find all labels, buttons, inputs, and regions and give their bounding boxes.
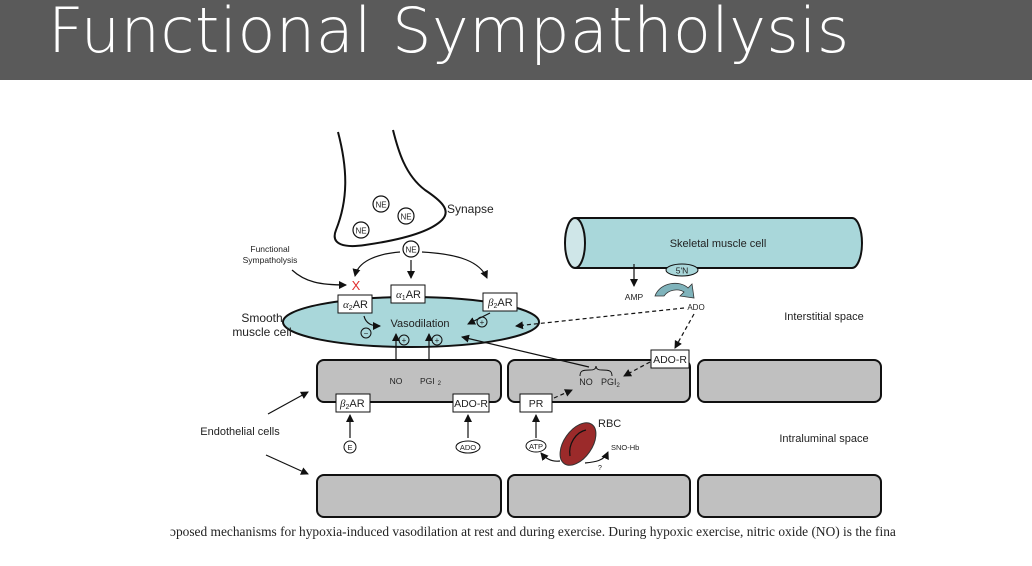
functional-sympatholysis-label: Functional: [250, 244, 289, 254]
alpha2-receptor: α2AR: [337, 294, 373, 314]
endothelial-cells-label: Endothelial cells: [200, 426, 280, 438]
no-label: NO: [390, 376, 403, 386]
intraluminal-space-label: Intraluminal space: [779, 433, 868, 445]
no-pgi2-to-vasodilation-line: [461, 334, 590, 368]
svg-text:β2AR: β2AR: [487, 297, 513, 310]
functional-sympatholysis-label: Sympatholysis: [243, 255, 298, 265]
svg-text:β2AR: β2AR: [339, 398, 365, 411]
endothelial-cell: [507, 474, 691, 518]
red-blood-cell: [559, 422, 597, 466]
svg-text:NE: NE: [405, 246, 416, 255]
synapse-label: Synapse: [447, 202, 494, 216]
atp-molecule: ATP: [525, 439, 547, 453]
svg-text:−: −: [364, 329, 369, 338]
no-mid-label: NO: [579, 377, 593, 387]
interstitial-space-label: Interstitial space: [784, 311, 863, 323]
alpha2-inhibit-arrow: [363, 315, 381, 330]
slide-header: Functional Sympatholysis: [0, 0, 1032, 80]
svg-text:+: +: [402, 336, 407, 345]
ado-to-smooth-muscle-arrow: [515, 307, 685, 330]
endothelial-pointer-top: [267, 391, 309, 415]
minus-sign-icon: −: [360, 327, 372, 339]
svg-text:α1AR: α1AR: [396, 289, 421, 302]
ne-arrow-beta2: [421, 251, 488, 279]
ne-vesicle: NE: [397, 207, 415, 225]
question-mark: ?: [598, 465, 602, 472]
endothelial-cell: [316, 359, 502, 403]
figure-caption: ɔposed mechanisms for hypoxia-induced va…: [170, 524, 896, 539]
endothelial-cell: [507, 359, 691, 403]
pgi2-mid-label: PGI2: [601, 377, 621, 389]
vasodilation-diagram: NE NE NE Synapse NE Functional Sympathol…: [200, 129, 882, 518]
beta2-receptor-smooth: β2AR: [482, 292, 518, 312]
synapse-terminal: [333, 129, 447, 248]
skeletal-muscle-label: Skeletal muscle cell: [670, 238, 767, 250]
svg-text:NE: NE: [355, 227, 366, 236]
ne-arrow-alpha2: [352, 251, 401, 277]
rbc-to-atp-arrow: [540, 452, 561, 462]
ado-to-ado-r-arrow: [674, 313, 695, 349]
conversion-arrow-icon: [654, 282, 695, 299]
svg-text:ADO-R: ADO-R: [454, 398, 488, 410]
five-nucleotidase: 5'N: [665, 263, 699, 277]
svg-text:E: E: [347, 443, 352, 452]
pr-to-no-arrow: [553, 389, 573, 399]
brace: [579, 365, 613, 377]
ado-interstitial-label: ADO: [687, 303, 704, 312]
block-mark: X: [352, 278, 361, 293]
ne-released: NE: [402, 240, 420, 258]
svg-text:α2AR: α2AR: [343, 299, 368, 312]
plus-sign-icon: +: [476, 316, 488, 328]
sno-hb-label: SNO-Hb: [611, 443, 639, 452]
svg-text:ADO-R: ADO-R: [653, 354, 687, 366]
vasodilation-label: Vasodilation: [390, 318, 449, 330]
endothelial-cell: [316, 474, 502, 518]
smooth-muscle-label: Smooth: [241, 311, 282, 325]
ne-vesicle: NE: [352, 221, 370, 239]
ado-r-to-no-arrow: [623, 361, 651, 377]
skeletal-muscle-cell: [564, 217, 863, 269]
slide-title: Functional Sympatholysis: [48, 0, 850, 67]
endothelial-pointer-bottom: [265, 454, 309, 475]
ado-intraluminal-molecule: ADO: [455, 440, 481, 454]
beta2-receptor-endothelial: β2AR: [335, 393, 371, 413]
rbc-label: RBC: [598, 418, 621, 430]
svg-text:ATP: ATP: [529, 442, 543, 451]
svg-text:+: +: [435, 336, 440, 345]
purinergic-receptor: PR: [519, 393, 553, 413]
amp-label: AMP: [625, 292, 644, 302]
alpha1-receptor: α1AR: [390, 284, 426, 304]
endothelial-cell: [697, 359, 882, 403]
ado-receptor-mid: ADO-R: [650, 349, 690, 369]
smooth-muscle-label: muscle cell: [232, 325, 291, 339]
svg-text:+: +: [480, 318, 485, 327]
ado-receptor-endothelial: ADO-R: [452, 393, 490, 413]
svg-text:NE: NE: [400, 213, 411, 222]
epinephrine-molecule: E: [343, 440, 357, 454]
sympatholysis-arrow: [291, 269, 347, 289]
svg-text:5'N: 5'N: [676, 266, 689, 276]
ne-vesicle: NE: [372, 195, 390, 213]
svg-text:ADO: ADO: [460, 443, 476, 452]
endothelial-cell: [697, 474, 882, 518]
svg-text:PR: PR: [529, 398, 544, 410]
rbc-to-sno-hb-arrow: [584, 451, 609, 464]
svg-text:NE: NE: [375, 201, 386, 210]
